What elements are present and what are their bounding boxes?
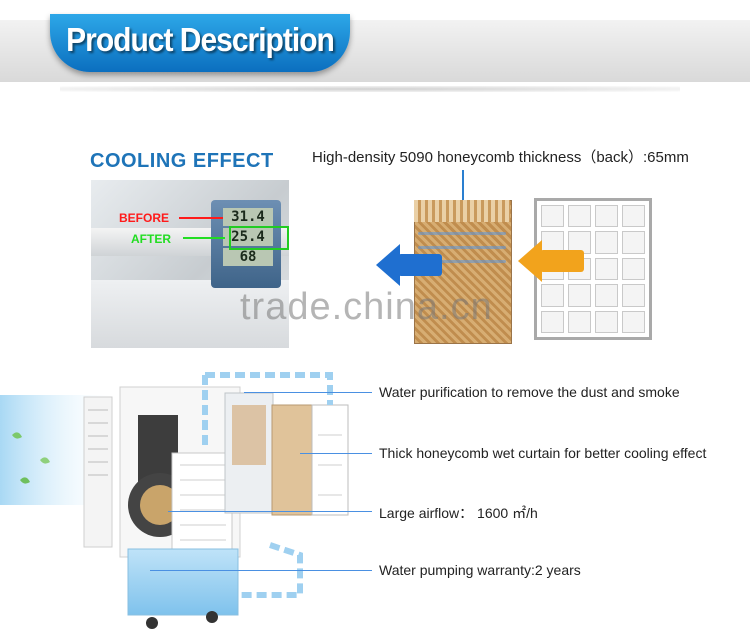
cooling-effect-photo: 31.4 25.4 68 BEFORE AFTER (91, 180, 289, 348)
water-wave (418, 246, 506, 249)
after-label: AFTER (131, 232, 171, 246)
airflow-out-arrow-head (376, 244, 400, 286)
callout-line (300, 453, 372, 454)
reading-before: 31.4 (223, 208, 273, 226)
before-label: BEFORE (119, 211, 170, 225)
page-title: Product Description (66, 22, 335, 59)
after-highlight-box (229, 226, 289, 250)
honeycomb-caption: High-density 5090 honeycomb thickness（ba… (312, 149, 689, 166)
header-shadow (60, 86, 680, 92)
before-arrow-line (179, 217, 223, 219)
air-cooler-exploded-icon (0, 372, 349, 629)
honeycomb-top-edge (414, 200, 510, 222)
caption-pointer (462, 170, 464, 210)
feature-water-pumping: Water pumping warranty:2 years (379, 562, 581, 578)
after-arrow-line (183, 237, 225, 239)
airflow-out-arrow (398, 254, 442, 276)
cooling-effect-title: COOLING EFFECT (90, 150, 274, 172)
water-wave (418, 232, 506, 235)
callout-line (244, 392, 372, 393)
reading-humidity: 68 (223, 248, 273, 266)
feature-honeycomb-curtain: Thick honeycomb wet curtain for better c… (379, 445, 707, 461)
feature-water-purification: Water purification to remove the dust an… (379, 384, 680, 400)
airflow-in-arrow-head (518, 240, 542, 282)
callout-line (150, 570, 372, 571)
reading-after: 25.4 (223, 228, 273, 246)
photo-surface (91, 280, 289, 348)
feature-airflow: Large airflow： 1600 ㎡/h (379, 505, 538, 521)
title-banner (50, 14, 350, 72)
callout-line (168, 511, 372, 512)
watermark: trade.china.cn (240, 286, 493, 328)
water-wave (418, 260, 506, 263)
airflow-in-arrow (540, 250, 584, 272)
